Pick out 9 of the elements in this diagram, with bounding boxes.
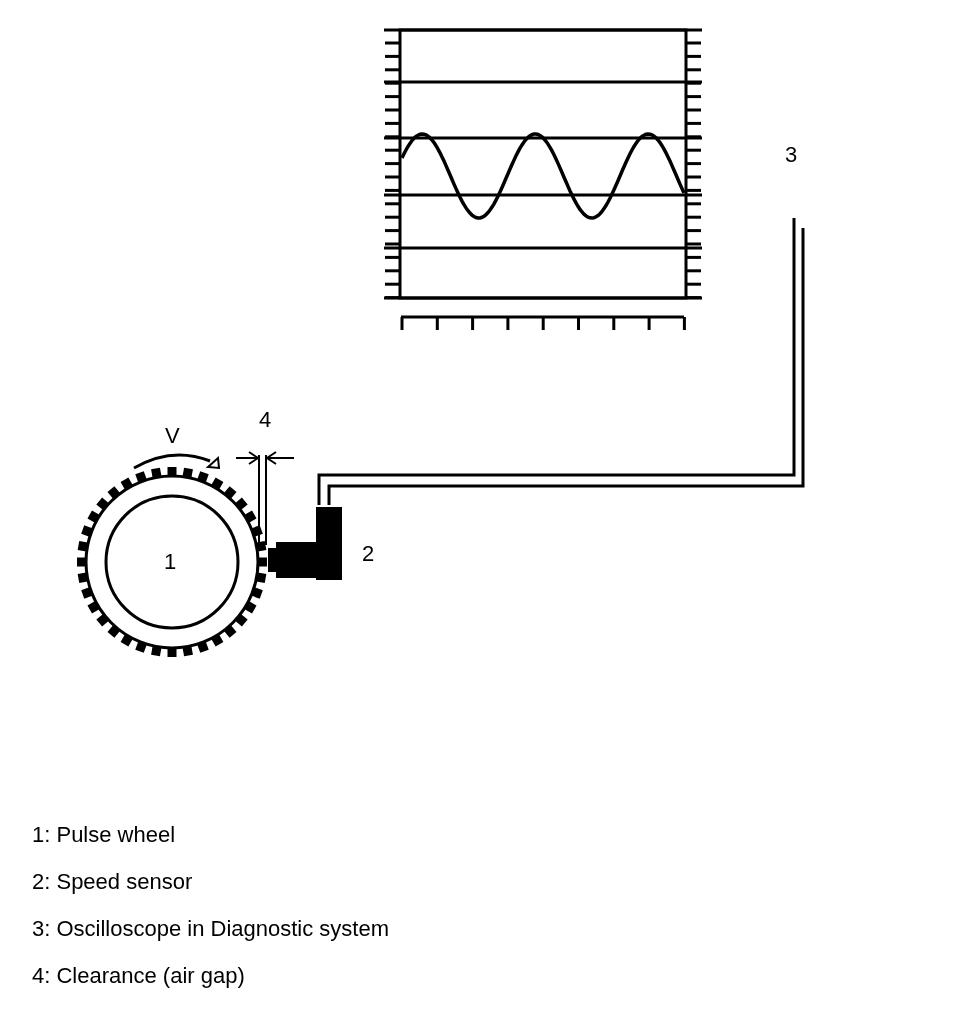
callout-number: 4 [259,407,272,433]
legend-text: 1: Pulse wheel [32,822,176,848]
velocity-label: V [165,423,180,449]
callout-number: 2 [362,541,375,567]
callout-number: 3 [785,142,798,168]
callout-number: 1 [164,549,177,575]
legend-text: 4: Clearance (air gap) [32,963,245,989]
legend-text: 2: Speed sensor [32,869,193,895]
legend-text: 3: Oscilloscope in Diagnostic system [32,916,390,942]
